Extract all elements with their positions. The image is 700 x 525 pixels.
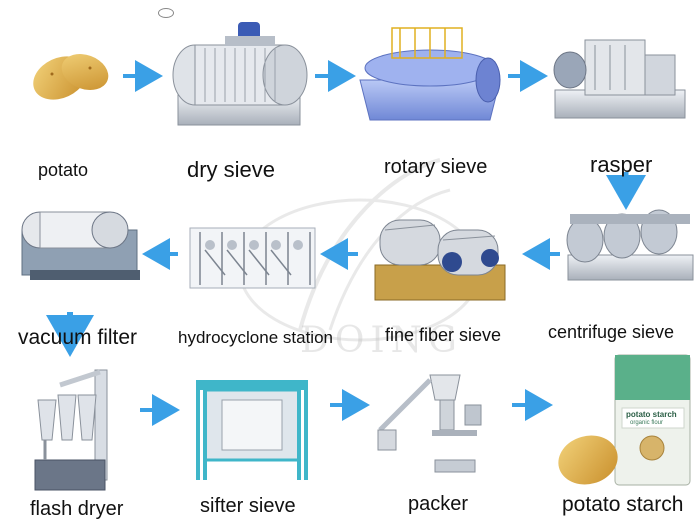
rotary-sieve-image [359,27,501,121]
label-potato: potato [38,160,89,180]
watermark-text: DOING [300,320,463,361]
label-rasper: rasper [590,152,653,177]
bag-title: potato starch [626,410,677,419]
potato-starch-image [558,354,691,486]
label-hydrocyclone-station: hydrocyclone station [178,328,333,347]
label-potato-starch: potato starch [562,493,684,516]
fine-fiber-sieve-image [374,219,506,301]
rasper-image [553,39,686,119]
potato-image [33,54,109,100]
sifter-sieve-image [196,380,308,480]
label-dry-sieve: dry sieve [187,157,276,182]
label-sifter-sieve: sifter sieve [200,495,296,517]
centrifuge-sieve-image [566,209,694,281]
packer-image [377,374,482,473]
label-fine-fiber-sieve: fine fiber sieve [385,325,502,345]
brand-logo-mini [158,8,176,18]
label-flash-dryer: flash dryer [30,498,124,520]
label-packer: packer [408,493,469,515]
label-centrifuge-sieve: centrifuge sieve [548,322,675,342]
hydrocyclone-station-image [189,227,316,289]
dry-sieve-image [172,22,308,126]
vacuum-filter-image [21,211,140,280]
label-rotary-sieve: rotary sieve [384,156,488,178]
flash-dryer-image [34,369,108,491]
bag-subtitle: organic flour [630,420,664,426]
label-vacuum-filter: vacuum filter [18,326,138,349]
